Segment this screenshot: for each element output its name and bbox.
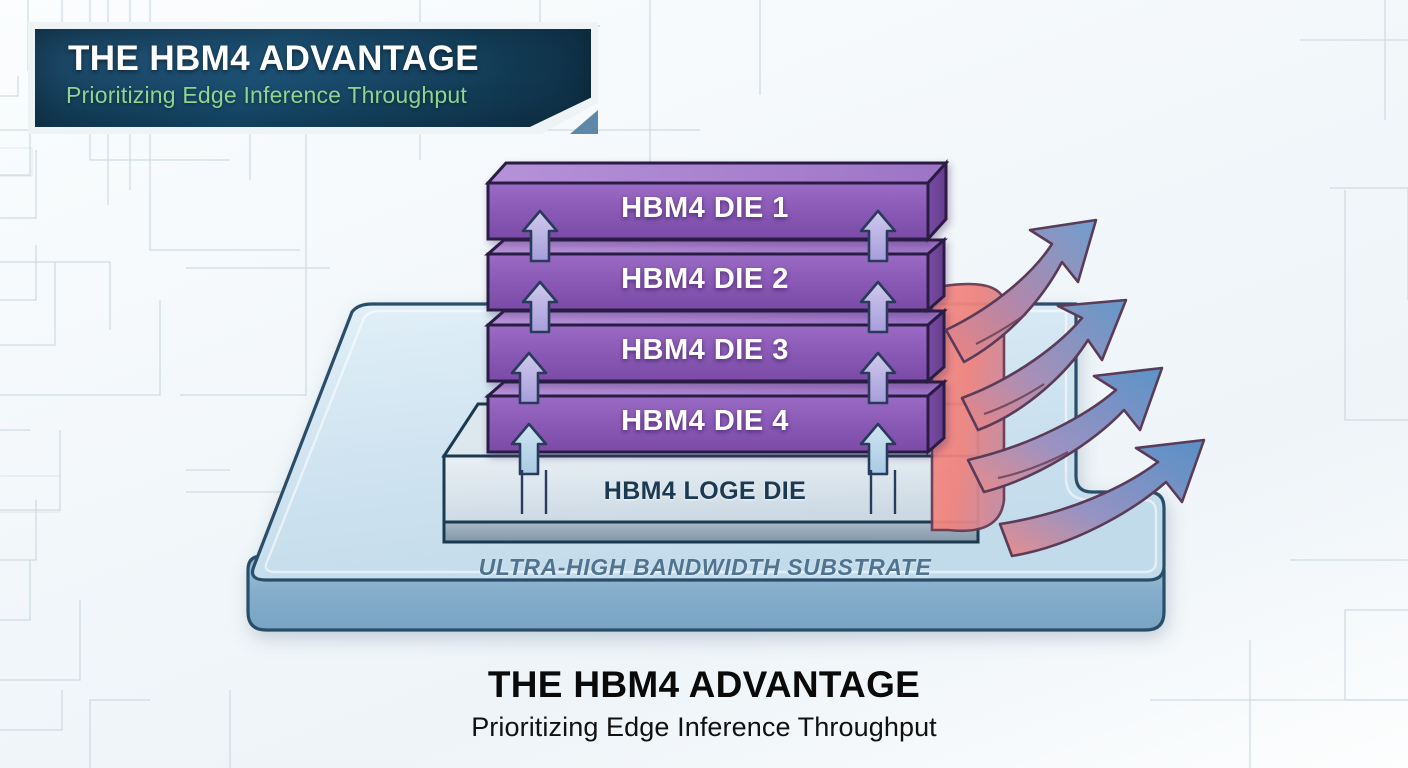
substrate-top-highlight [264,309,1158,574]
die-4-side [926,378,946,456]
die-4-label: HBM4 DIE 4 [621,405,789,437]
tsv-arrow-left-4 [521,209,559,263]
bandwidth-arrow-3 [966,366,1164,494]
caption-title: THE HBM4 ADVANTAGE [487,664,921,705]
banner-subtitle: Prioritizing Edge Inference Throughput [66,82,467,108]
bandwidth-flow-arrows [944,218,1206,558]
logic-die-base-band [442,520,980,544]
memory-die-2 [484,236,948,314]
die-3-side [926,307,946,385]
tsv-arrow-right-1 [859,422,897,476]
caption-block: THE HBM4 ADVANTAGE Prioritizing Edge Inf… [0,664,1408,743]
tsv-arrow-left-3 [521,280,559,334]
tsv-arrow-right-3 [859,280,897,334]
die-1-side [926,159,948,243]
banner-inner-panel [35,29,591,127]
substrate-label: ULTRA-HIGH BANDWIDTH SUBSTRATE [478,554,932,580]
die-3-label: HBM4 DIE 3 [621,334,789,366]
tsv-arrows [510,209,897,514]
memory-die-3 [484,307,948,385]
caption-subtitle: Prioritizing Edge Inference Throughput [471,712,937,742]
banner-title: THE HBM4 ADVANTAGE [68,39,479,78]
memory-die-1 [484,159,950,243]
logic-die-label: HBM4 LOGE DIE [603,477,807,505]
memory-die-4 [484,378,948,456]
tsv-arrow-left-1 [510,422,548,476]
bandwidth-streak-lines [975,313,1069,480]
die-1-label: HBM4 DIE 1 [621,192,789,224]
header-banner: THE HBM4 ADVANTAGE Prioritizing Edge Inf… [28,22,598,134]
tsv-arrow-left-2 [510,351,548,405]
bandwidth-arrow-1 [944,218,1098,364]
tsv-arrow-right-4 [859,209,897,263]
bandwidth-arrow-2 [960,298,1128,432]
die-2-side [926,236,946,314]
bandwidth-arrow-4 [998,438,1206,558]
die-1-top [484,161,950,185]
die-2-label: HBM4 DIE 2 [621,263,789,295]
tsv-arrow-right-2 [859,351,897,405]
memory-die-stack [484,159,950,456]
